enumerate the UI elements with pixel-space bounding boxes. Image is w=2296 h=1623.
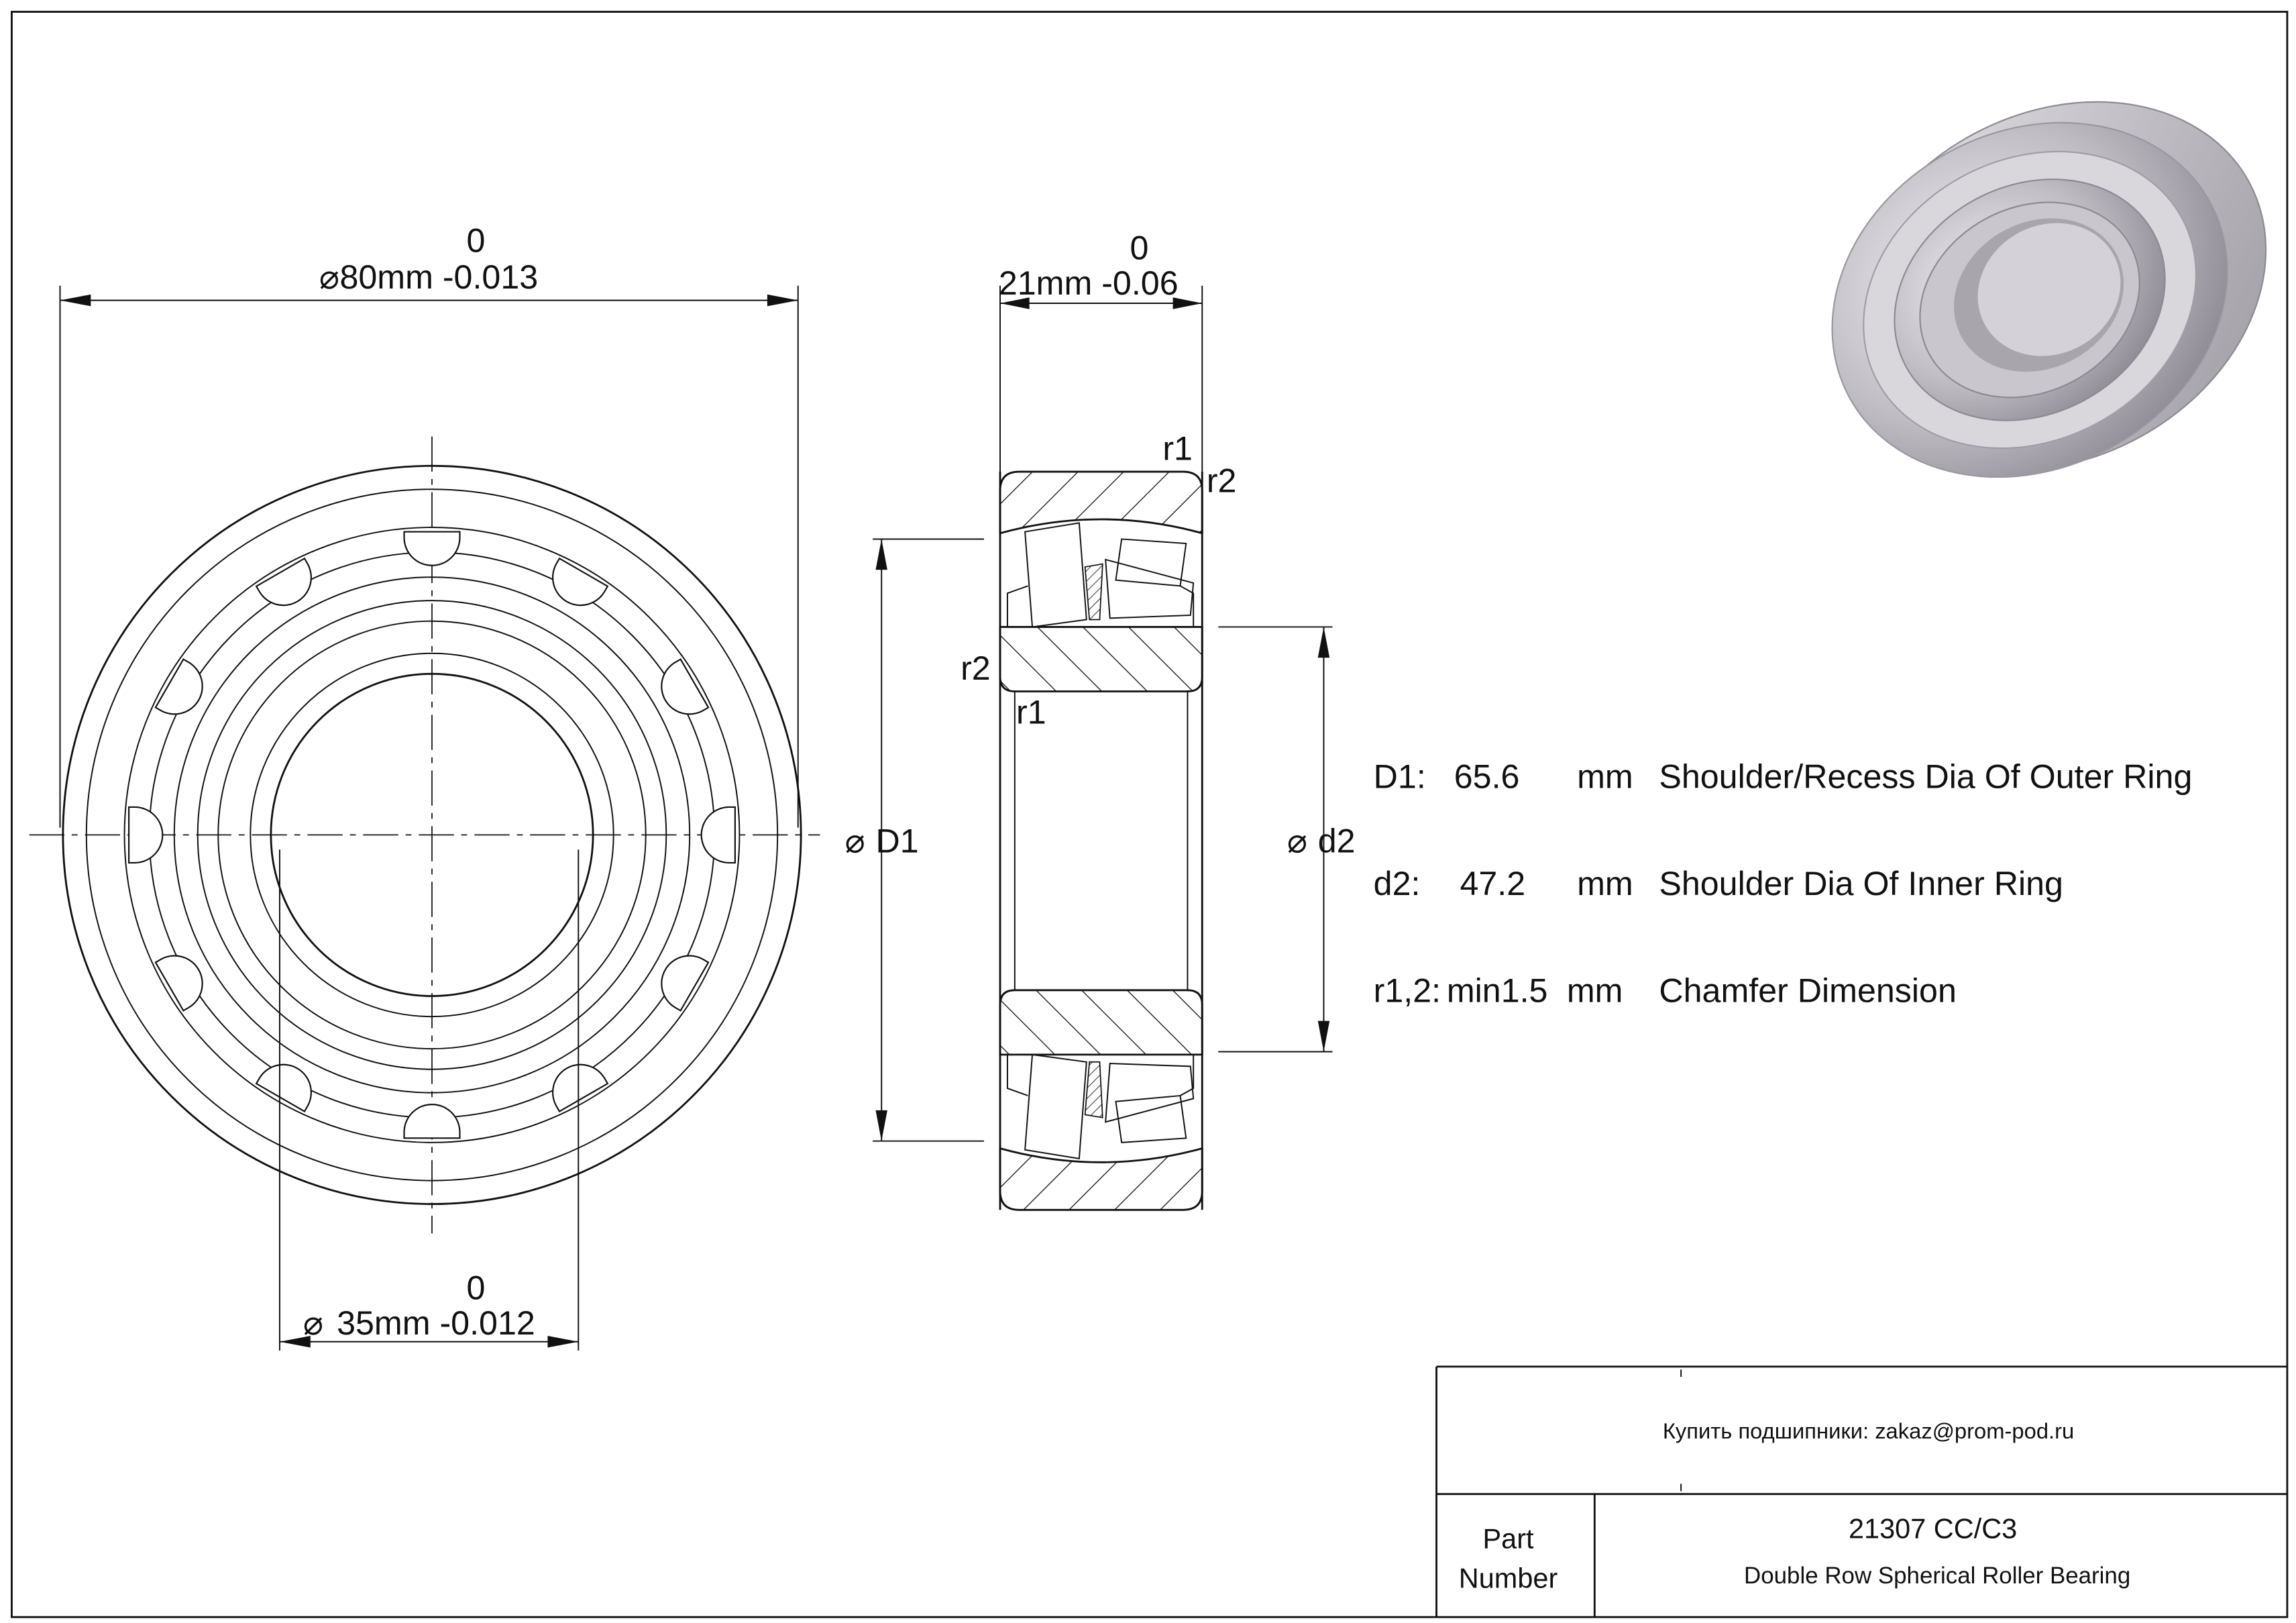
- spec-value: 47.2: [1460, 865, 1525, 902]
- spec-unit: mm: [1577, 865, 1633, 902]
- roller: [255, 557, 312, 607]
- chamfer-r1-label: r1: [1016, 694, 1046, 731]
- roller: [255, 1063, 312, 1113]
- roller: [403, 1104, 461, 1139]
- title-block: Купить подшипники: zakaz@prom-pod.ru Par…: [1435, 1365, 2287, 1618]
- roller: [128, 806, 164, 863]
- chamfer-r2-label: r2: [961, 649, 991, 687]
- width-tolerance-upper: 0: [1130, 229, 1148, 266]
- bearing-3d-render: [1831, 101, 2267, 478]
- diameter-symbol: ⌀: [303, 1304, 323, 1342]
- d1-label: D1: [875, 823, 918, 860]
- spec-desc: Chamfer Dimension: [1659, 972, 1956, 1009]
- roller: [154, 955, 203, 1012]
- outer-diameter-dimension: 0 ⌀ 80mm -0.013: [59, 222, 799, 828]
- roller: [700, 806, 736, 863]
- spec-desc: Shoulder Dia Of Inner Ring: [1659, 865, 2063, 902]
- diameter-symbol: ⌀: [1287, 823, 1307, 860]
- contact-text: Купить подшипники: zakaz@prom-pod.ru: [1663, 1418, 2074, 1443]
- chamfer-r1-label: r1: [1162, 430, 1193, 468]
- spec-key: r1,2:: [1374, 972, 1441, 1009]
- outer-diameter-value: 80mm -0.013: [339, 258, 538, 296]
- roller: [552, 557, 609, 607]
- roller: [661, 658, 710, 715]
- part-label: Part: [1482, 1523, 1534, 1555]
- spec-unit: mm: [1577, 758, 1633, 796]
- spec-list: D1: 65.6 mm Shoulder/Recess Dia Of Outer…: [1374, 758, 2193, 1010]
- spec-desc: Shoulder/Recess Dia Of Outer Ring: [1659, 758, 2192, 796]
- part-description: Double Row Spherical Roller Bearing: [1744, 1563, 2130, 1589]
- width-value: 21mm -0.06: [999, 264, 1179, 302]
- roller: [552, 1063, 609, 1113]
- number-label: Number: [1459, 1563, 1558, 1594]
- part-number: 21307 CC/C3: [1849, 1512, 2017, 1544]
- spec-value: min1.5: [1447, 972, 1548, 1009]
- spec-value: 65.6: [1454, 758, 1520, 796]
- drawing-border: [11, 11, 2289, 1618]
- bore-diameter-dimension: 0 ⌀ 35mm -0.012: [278, 849, 580, 1351]
- roller: [154, 658, 203, 715]
- d2-dimension: ⌀ d2: [1218, 626, 1356, 1053]
- d2-label: d2: [1318, 823, 1356, 860]
- bore-diameter-value: 35mm -0.012: [337, 1304, 535, 1342]
- front-view: [29, 436, 820, 1234]
- diameter-symbol: ⌀: [845, 823, 865, 860]
- spec-key: d2:: [1374, 865, 1421, 902]
- diameter-symbol: ⌀: [319, 258, 339, 296]
- bore-tolerance-upper: 0: [467, 1269, 486, 1306]
- chamfer-r2-label: r2: [1207, 462, 1237, 500]
- roller: [661, 955, 710, 1012]
- roller: [403, 531, 461, 566]
- side-section-view: 0 21mm -0.06 r1 r2 r2 r1: [961, 229, 1237, 1211]
- outer-diameter-tolerance-upper: 0: [467, 222, 486, 260]
- d1-dimension: ⌀ D1: [845, 538, 984, 1142]
- spec-key: D1:: [1374, 758, 1426, 796]
- spec-unit: mm: [1567, 972, 1623, 1009]
